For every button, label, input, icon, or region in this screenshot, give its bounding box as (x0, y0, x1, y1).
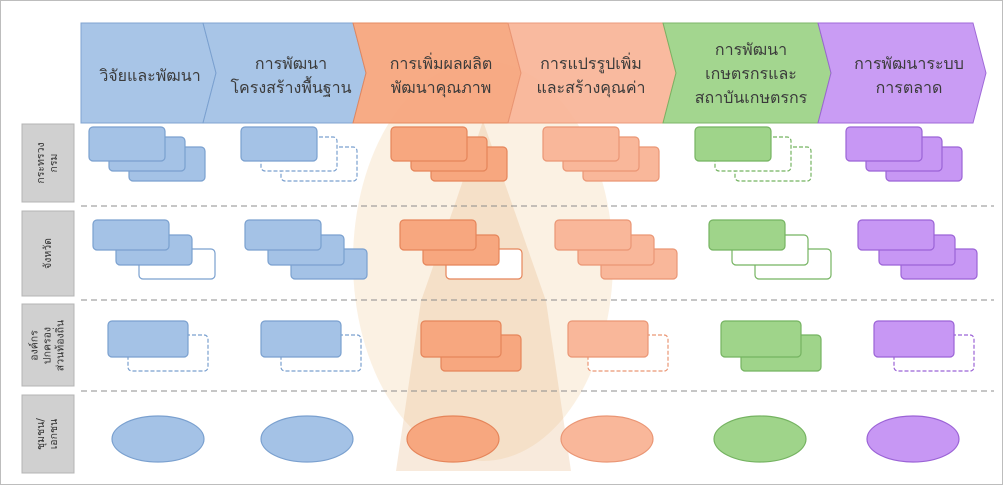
stage-chevron-6 (817, 22, 987, 124)
responsibility-box-46 (720, 320, 802, 358)
responsibility-box-24 (244, 219, 322, 251)
row-label-panel-2 (21, 210, 75, 297)
stage-label-farmers: การพัฒนา เกษตรกรและ สถาบันเกษตรกร (694, 40, 808, 107)
responsibility-box-21 (92, 219, 170, 251)
stage-label-productivity: การเพิ่มผลผลิต พัฒนาคุณภาพ (389, 53, 493, 97)
community-ellipse-6 (866, 415, 960, 463)
community-ellipse-3 (406, 415, 500, 463)
row-label-panel-4 (21, 394, 75, 474)
stage-label-research: วิจัยและพัฒนา (99, 65, 201, 85)
row-label-local-government: องค์กรปกครอง ส่วนท้องถิ่น (28, 319, 67, 371)
responsibility-box-15 (694, 126, 772, 162)
stage-label-marketing: การพัฒนาระบบ การตลาด (854, 53, 964, 97)
responsibility-box-30 (554, 219, 632, 251)
row-label-ministry: กระทรวง กรม (35, 142, 60, 184)
row-label-province: จังหวัด (41, 238, 54, 269)
responsibility-box-38 (107, 320, 189, 358)
stage-label-processing: การแปรรูปเพิ่ม และสร้างคุณค่า (536, 53, 646, 97)
responsibility-box-3 (88, 126, 166, 162)
row-label-panel-3 (21, 303, 75, 387)
responsibility-box-12 (542, 126, 620, 162)
responsibility-box-48 (873, 320, 955, 358)
responsibility-box-36 (857, 219, 935, 251)
row-label-panel-1 (21, 123, 75, 203)
responsibility-box-6 (240, 126, 318, 162)
stage-label-infrastructure: การพัฒนา โครงสร้างพื้นฐาน (230, 53, 352, 97)
community-ellipse-4 (560, 415, 654, 463)
responsibility-box-27 (399, 219, 477, 251)
responsibility-box-33 (708, 219, 786, 251)
responsibility-box-44 (567, 320, 649, 358)
community-ellipse-1 (111, 415, 205, 463)
emblem-watermark-spire (396, 121, 571, 471)
responsibility-box-9 (390, 126, 468, 162)
responsibility-box-42 (420, 320, 502, 358)
responsibility-box-18 (845, 126, 923, 162)
community-ellipse-5 (713, 415, 807, 463)
row-label-community: ชุมชน/เอกชน (35, 418, 60, 450)
community-ellipse-2 (260, 415, 354, 463)
responsibility-box-40 (260, 320, 342, 358)
